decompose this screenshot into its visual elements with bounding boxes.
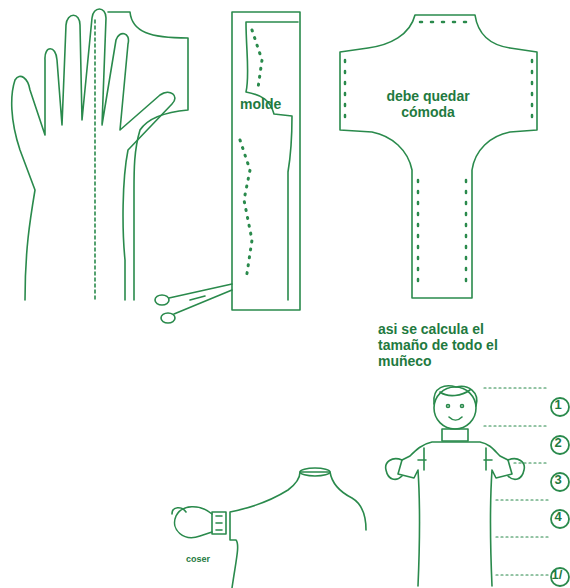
- puppet: [386, 386, 525, 586]
- part-label: molde: [240, 96, 296, 112]
- callout-number: 1/: [546, 568, 568, 583]
- note-label: asi se calcula el tamaño de todo el muñe…: [378, 321, 513, 369]
- sewing-detail: [172, 468, 366, 588]
- number-circles: [551, 398, 569, 586]
- callout-number: 3: [548, 473, 568, 488]
- fold-line: [94, 20, 96, 300]
- callout-number: 2: [548, 436, 568, 451]
- measure-lines: [484, 388, 548, 575]
- scissors: [155, 284, 232, 323]
- note-label: debe quedar cómoda: [380, 88, 476, 120]
- cut-piece: [340, 15, 537, 298]
- hand-outline: [12, 9, 175, 300]
- part-label: coser: [176, 554, 220, 564]
- pattern-outline: [108, 12, 188, 300]
- callout-number: 1: [548, 398, 568, 413]
- pattern-piece: [246, 22, 298, 300]
- callout-number: 4: [548, 510, 568, 525]
- seam-marks: [345, 22, 532, 290]
- stitch-line: [240, 30, 262, 280]
- fabric: [232, 12, 300, 310]
